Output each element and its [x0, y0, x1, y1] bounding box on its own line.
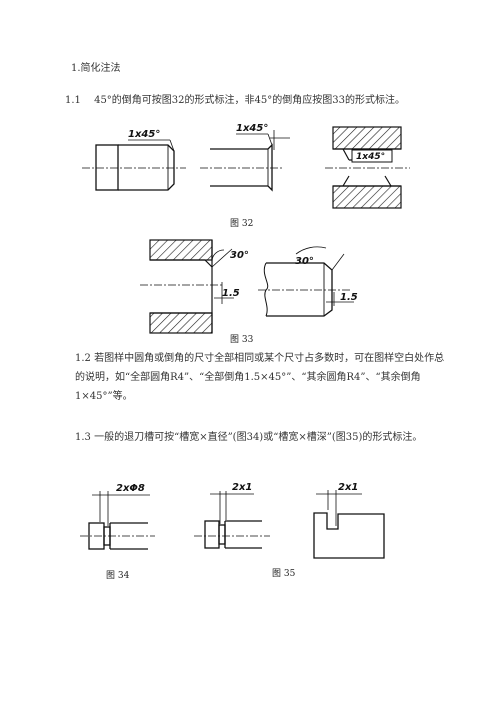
fig33-bore-section [140, 239, 234, 334]
fig32-hole-section [325, 126, 410, 209]
paragraph-1-3: 1.3 一般的退刀槽可按“槽宽×直径”(图34)或“槽宽×槽深”(图35)的形式… [75, 432, 423, 443]
fig35-step-block [313, 490, 385, 559]
fig32-label-c: 1x45° [356, 152, 385, 162]
fig34-shaft-groove [80, 491, 155, 550]
section-heading: 1.简化注法 [71, 63, 121, 74]
fig32-shaft-end [200, 130, 290, 192]
fig32-caption: 图 32 [230, 219, 254, 229]
fig32-label-b: 1x45° [236, 123, 268, 134]
fig35-label-b: 2x1 [338, 482, 358, 493]
fig33-dim-b: 1.5 [340, 292, 358, 303]
fig32-shaft-chamfer [82, 139, 186, 191]
fig33-caption: 图 33 [230, 335, 254, 345]
fig33-angle-a: 30° [230, 250, 249, 261]
fig35-shaft-groove [194, 491, 270, 549]
fig35-label-a: 2x1 [232, 482, 252, 493]
fig33-dim-a: 1.5 [222, 288, 240, 299]
fig32-label-a: 1x45° [128, 129, 160, 140]
fig34-caption: 图 34 [106, 571, 130, 581]
fig34-label: 2xΦ8 [116, 483, 145, 494]
fig35-caption: 图 35 [272, 569, 296, 579]
paragraph-1-2: 1.2 若图样中圆角或倒角的尺寸全部相同或某个尺寸占多数时，可在图样空白处作总的… [75, 353, 445, 402]
fig33-shaft [258, 246, 354, 317]
paragraph-1-1: 1.1 45°的倒角可按图32的形式标注，非45°的倒角应按图33的形式标注。 [65, 95, 405, 106]
fig33-angle-b: 30° [295, 256, 314, 267]
